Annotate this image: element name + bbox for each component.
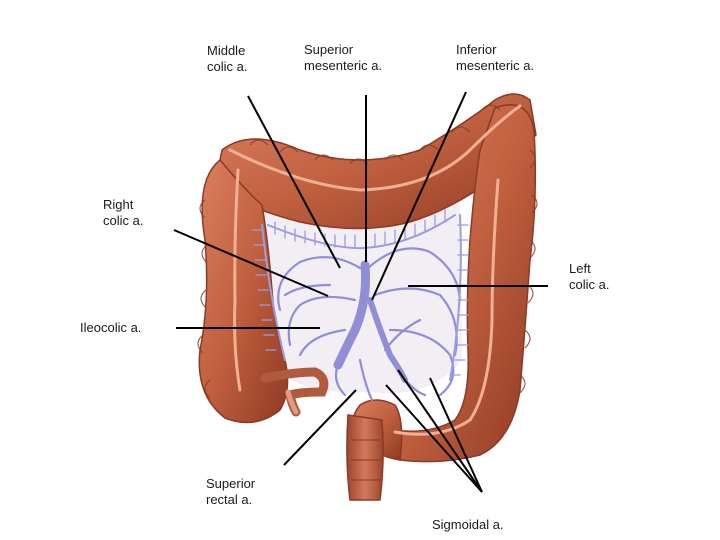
leader-lines xyxy=(173,91,548,493)
label-middle-colic: Middle colic a. xyxy=(207,43,248,74)
leader-inferior-mesenteric xyxy=(371,91,467,301)
label-left-colic: Left colic a. xyxy=(569,261,610,292)
leader-sigmoidal-3 xyxy=(429,377,483,493)
label-right-colic: Right colic a. xyxy=(103,197,144,228)
label-inferior-mesenteric: Inferior mesenteric a. xyxy=(456,42,535,73)
leader-sigmoidal-1 xyxy=(397,369,483,493)
taenia-coli xyxy=(228,104,522,436)
leader-right-colic xyxy=(173,229,329,297)
label-superior-rectal: Superior rectal a. xyxy=(206,476,256,507)
haustra xyxy=(197,104,538,481)
label-superior-mesenteric: Superior mesenteric a. xyxy=(304,42,383,73)
label-ileocolic: Ileocolic a. xyxy=(80,320,142,335)
leader-superior-rectal xyxy=(283,389,357,466)
arterial-tree xyxy=(251,209,469,402)
label-sigmoidal: Sigmoidal a. xyxy=(432,517,504,532)
leader-middle-colic xyxy=(247,95,341,269)
leader-sigmoidal-2 xyxy=(385,384,483,493)
